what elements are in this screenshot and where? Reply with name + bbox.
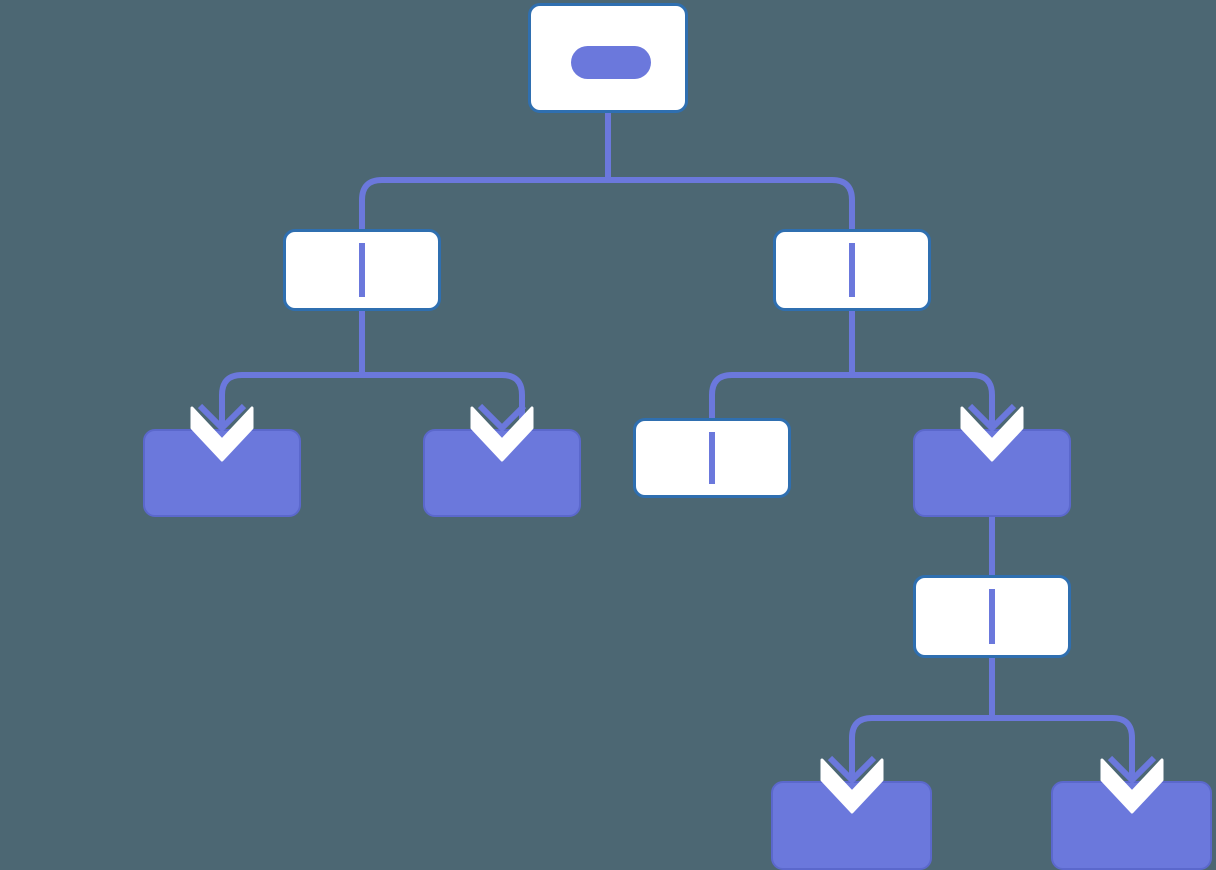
flow-node-n1[interactable] [528,3,688,113]
flow-node-n4[interactable] [143,429,301,517]
flow-node-label [286,232,438,308]
flow-node-n3[interactable] [773,229,931,311]
redacted-label-pill [571,46,651,79]
flow-node-label [145,431,299,515]
connector-edge [849,311,995,440]
flow-node-n8[interactable] [913,575,1071,658]
connector-edge [849,575,995,792]
flow-node-n2[interactable] [283,229,441,311]
connector-edge [219,229,365,440]
connector-edge [359,311,525,440]
flow-node-label [916,578,1068,655]
flow-node-n9[interactable] [771,781,932,870]
flow-node-n10[interactable] [1051,781,1212,870]
connector-edge [989,658,1135,792]
connector-edge [359,3,611,311]
flow-node-label [1053,783,1210,868]
connector-edge [709,229,855,420]
connector-edge [605,113,855,311]
flow-node-n6[interactable] [633,418,791,498]
flow-node-label [636,421,788,495]
flow-node-label [915,431,1069,515]
flow-node-n5[interactable] [423,429,581,517]
flow-node-label [425,431,579,515]
flow-node-label [776,232,928,308]
flow-node-n7[interactable] [913,429,1071,517]
flow-node-label [773,783,930,868]
